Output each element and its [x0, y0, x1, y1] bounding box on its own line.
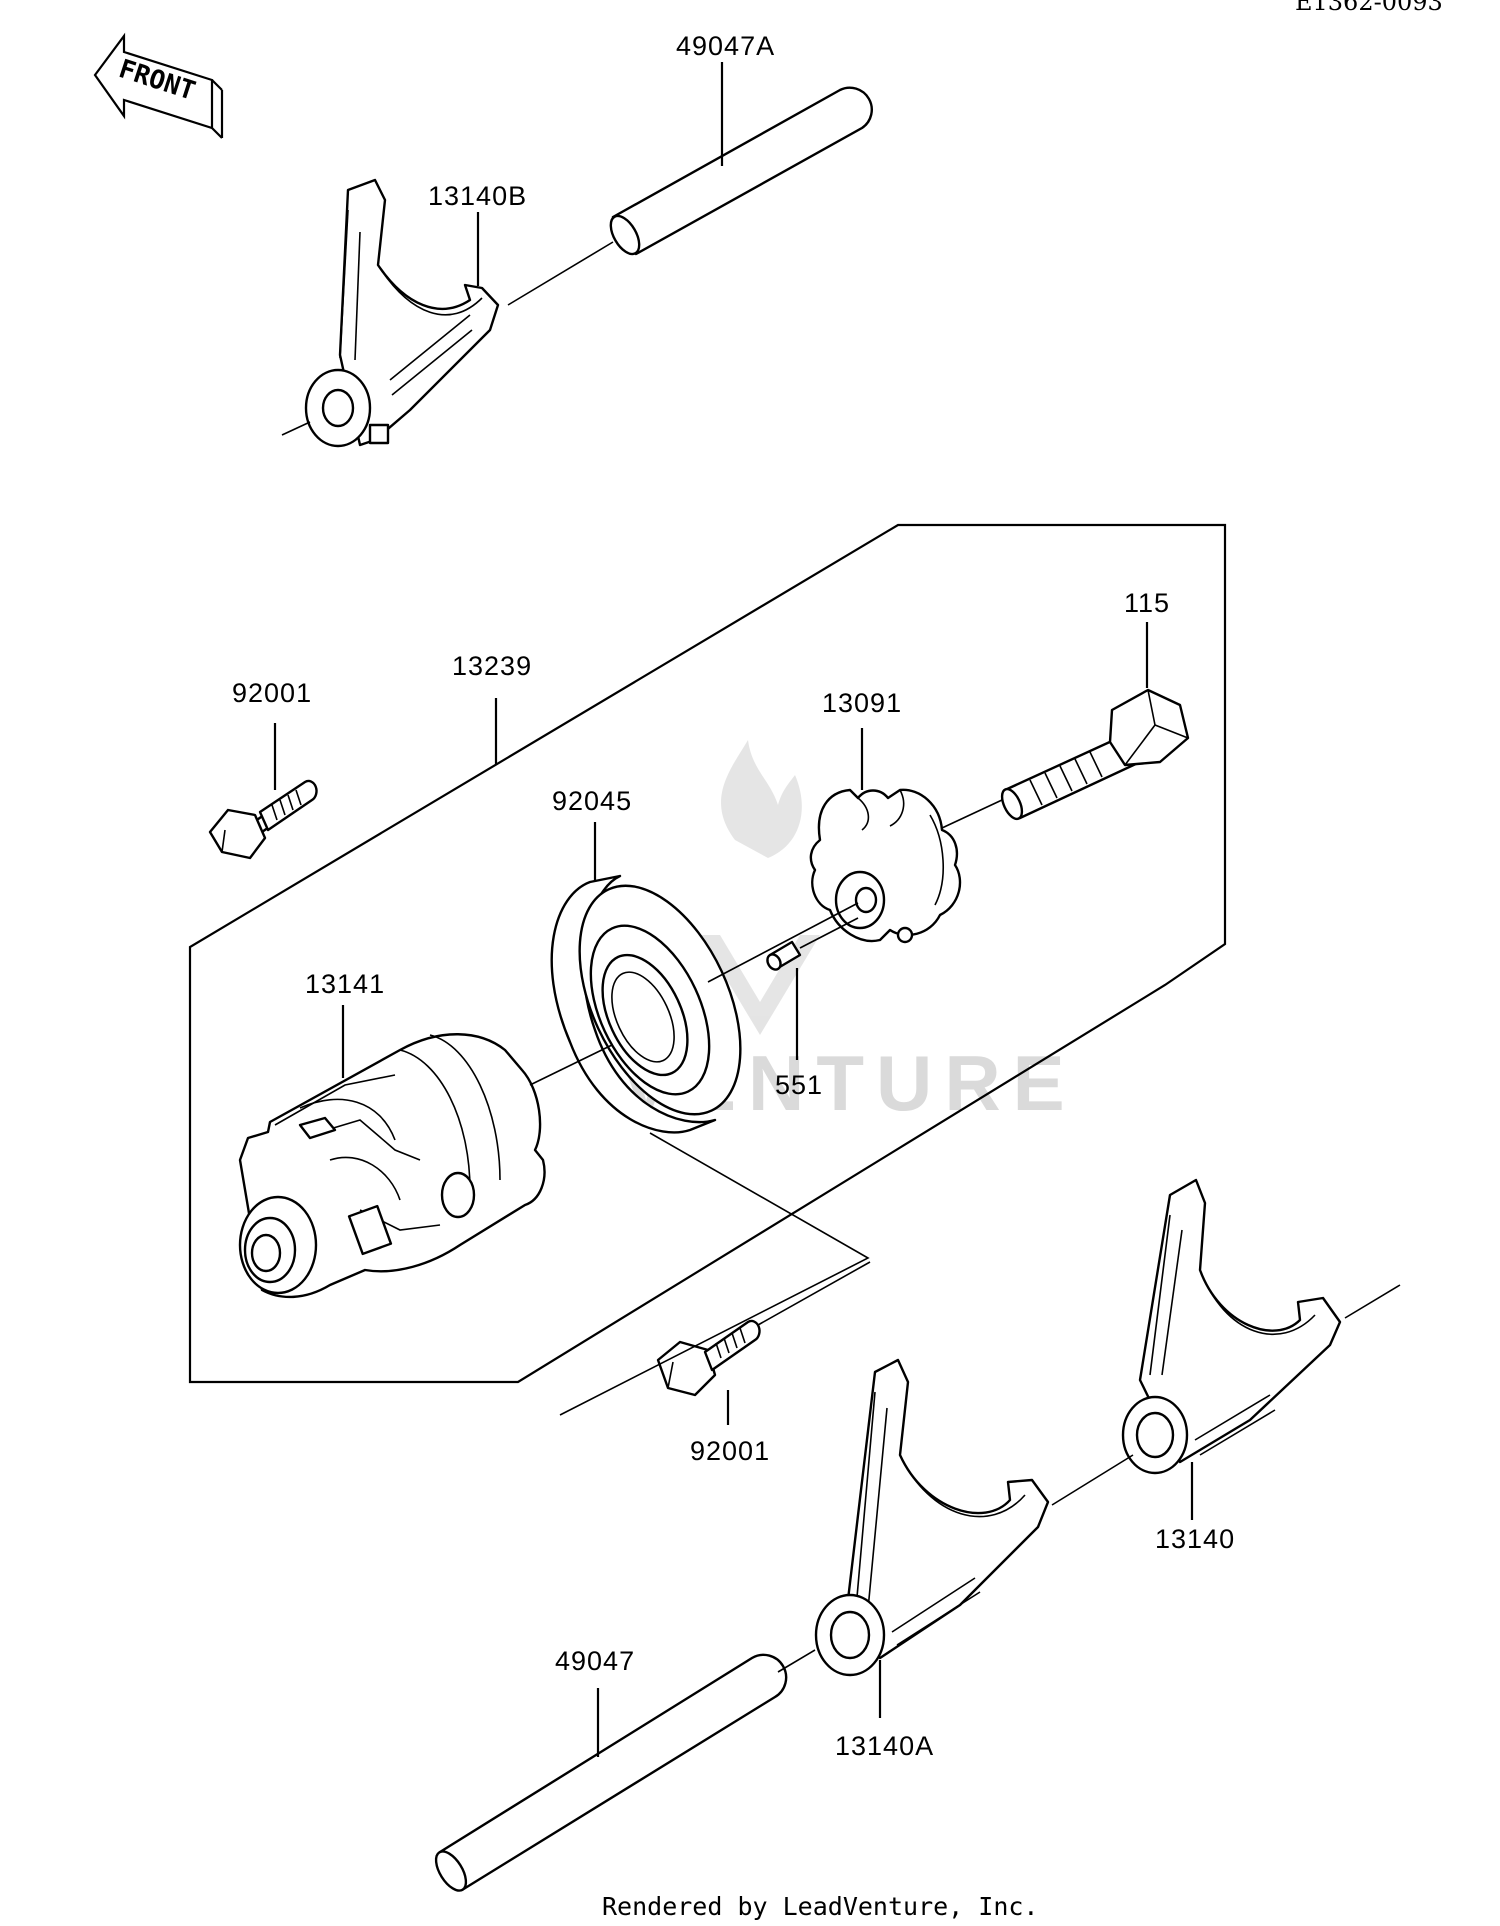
assembly-outline-13239: [188, 523, 1227, 1384]
label-115: 115: [1124, 588, 1170, 618]
label-13140: 13140: [1155, 1524, 1235, 1554]
axis-fork-to-fork: [1051, 1454, 1134, 1506]
axis-pin-to-plate: [799, 917, 859, 949]
label-49047a: 49047A: [676, 31, 775, 61]
axis-shaft-13140: [1344, 1284, 1401, 1319]
shift-drum-13141: [238, 1033, 546, 1299]
shift-rod-49047: [434, 1653, 788, 1892]
shift-fork-13140: [1121, 1178, 1342, 1475]
label-92001-bottom: 92001: [690, 1436, 770, 1466]
axis-rod-49047: [777, 1649, 816, 1673]
shift-fork-13140b: [304, 178, 500, 448]
label-13239: 13239: [452, 651, 532, 681]
bearing-92045: [550, 874, 742, 1134]
shift-fork-13140a: [814, 1358, 1050, 1677]
bolt-115: [1000, 688, 1190, 821]
label-13141: 13141: [305, 969, 385, 999]
diagram-code: E1362-0093: [1295, 0, 1443, 16]
bolt-92001-bottom: [656, 1319, 761, 1397]
axis-bolt-bottom: [757, 1261, 871, 1326]
shaft-axis-13140b: [281, 421, 311, 436]
dowel-pin-551: [766, 940, 802, 971]
front-arrow-icon: FRONT: [93, 32, 224, 139]
axis-drum-to-bearing: [529, 1044, 613, 1086]
label-13140b: 13140B: [428, 181, 527, 211]
label-92001-top: 92001: [232, 678, 312, 708]
axis-plate-to-bolt: [941, 799, 1003, 829]
label-551: 551: [775, 1070, 823, 1100]
axis-bearing-to-plate: [707, 902, 859, 983]
label-92045: 92045: [552, 786, 632, 816]
bolt-92001-top: [208, 779, 318, 860]
label-49047: 49047: [555, 1646, 635, 1676]
shift-rod-49047a: [609, 86, 873, 256]
label-13140a: 13140A: [835, 1731, 934, 1761]
pin-plate-13091: [809, 788, 962, 944]
assembly-bracket-line: [559, 1132, 870, 1416]
label-13091: 13091: [822, 688, 902, 718]
axis-rod-to-fork: [507, 241, 614, 306]
render-credit: Rendered by LeadVenture, Inc.: [602, 1892, 1039, 1921]
